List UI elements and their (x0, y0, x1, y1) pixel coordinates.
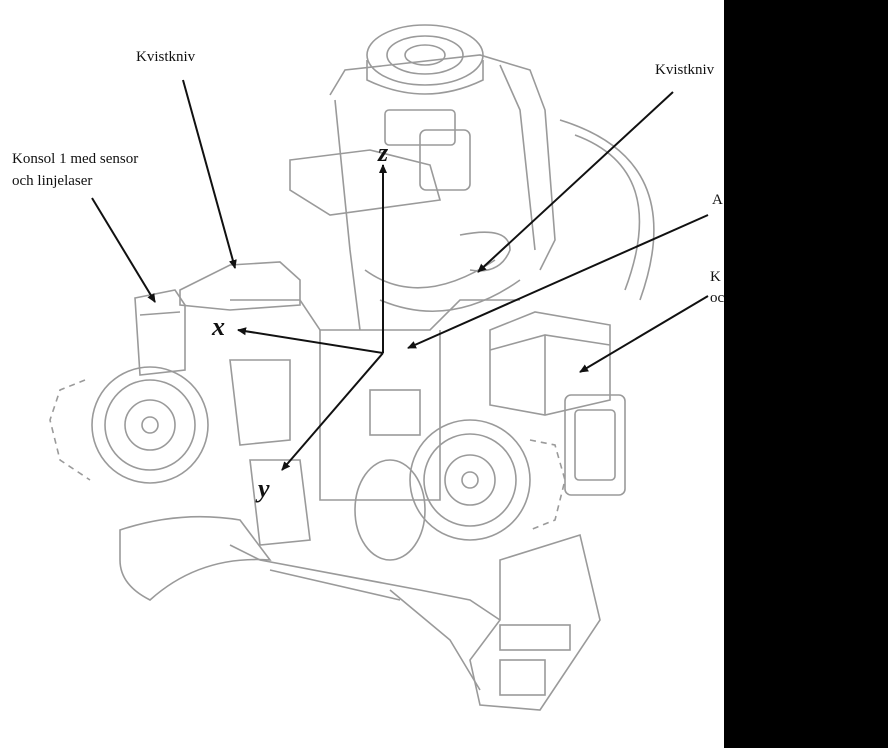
arrow-kvistkniv-top (182, 79, 237, 269)
arrow-k (579, 295, 709, 373)
label-kvistkniv-top: Kvistkniv (136, 49, 196, 65)
label-konsol1-line2: och linjelaser (12, 173, 93, 189)
lower-left-claw (119, 515, 272, 601)
x-axis-line (237, 327, 384, 354)
right-feed-wheel (409, 419, 531, 541)
right-console (489, 311, 611, 416)
leader-arrows (91, 79, 709, 373)
rotator-ring (366, 24, 484, 86)
harvester-outline (49, 24, 655, 711)
upper-knife-left (289, 149, 442, 216)
label-a-partial: A (712, 192, 723, 208)
left-console (134, 289, 186, 376)
axis-label-z: z (378, 138, 389, 167)
axis-label-y: y (258, 474, 270, 503)
arrow-kvistkniv-right (477, 91, 674, 273)
label-k-partial: K (710, 269, 721, 285)
arrow-konsol1 (91, 197, 156, 303)
arrow-a (407, 214, 709, 349)
lower-right-claw (469, 533, 601, 711)
label-oc-partial: oc (710, 290, 725, 306)
left-knife (179, 261, 301, 311)
black-mask-panel (724, 0, 888, 748)
label-kvistkniv-right: Kvistkniv (655, 62, 715, 78)
coordinate-axes (237, 164, 387, 471)
main-frame (329, 54, 556, 271)
y-axis-line (281, 352, 384, 471)
label-konsol1-line1: Konsol 1 med sensor (12, 151, 139, 167)
axis-label-x: x (212, 312, 225, 341)
left-feed-wheel (91, 366, 209, 484)
